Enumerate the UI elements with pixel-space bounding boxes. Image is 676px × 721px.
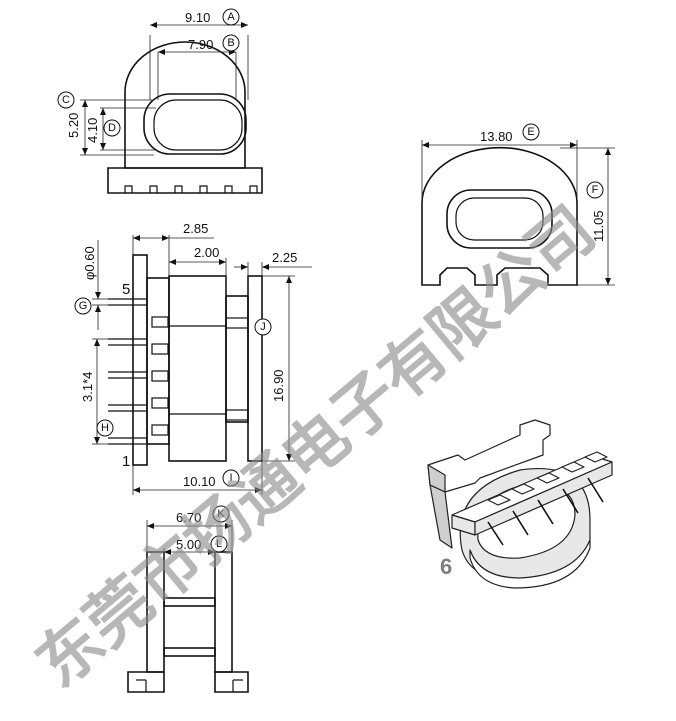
dim-c-label: C bbox=[62, 94, 70, 106]
dim-i-text: 10.10 bbox=[183, 474, 216, 489]
top-view: 9.10 A 7.90 B 5.20 C 4.10 D bbox=[57, 8, 263, 194]
dim-h-text: 3.1*4 bbox=[80, 372, 95, 402]
front-view: 5 1 2.85 2.00 2.25 16.90 J bbox=[74, 221, 312, 495]
dim-k-label: K bbox=[217, 508, 225, 520]
dim-f-text: 11.05 bbox=[591, 210, 606, 242]
dim-j-text: 16.90 bbox=[271, 369, 286, 402]
dim-a-label: A bbox=[227, 11, 235, 23]
pin-label-1: 1 bbox=[122, 453, 130, 470]
dim-l-text: 5.00 bbox=[176, 537, 201, 552]
dim-e-text: 13.80 bbox=[480, 129, 513, 144]
dim-f-label: F bbox=[592, 184, 599, 196]
dim-k-text: 6.70 bbox=[176, 510, 201, 525]
figure-number: 6 bbox=[440, 554, 452, 579]
dim-b-label: B bbox=[227, 37, 234, 49]
side-view: 13.80 E 11.05 F bbox=[421, 123, 615, 286]
isometric-view: 6 bbox=[427, 419, 613, 589]
dim-d-label: D bbox=[108, 122, 116, 134]
dim-d-text: 4.10 bbox=[85, 118, 100, 143]
dim-2-25-text: 2.25 bbox=[272, 250, 297, 265]
dim-g-label: G bbox=[79, 300, 88, 312]
dim-e-label: E bbox=[527, 126, 534, 138]
dim-j-label: J bbox=[260, 321, 266, 333]
dim-h-label: H bbox=[101, 422, 109, 434]
dim-i-label: I bbox=[229, 472, 232, 484]
dim-2-85-text: 2.85 bbox=[183, 221, 208, 236]
pin-label-5: 5 bbox=[122, 281, 130, 298]
dim-l-label: L bbox=[216, 538, 222, 550]
dim-b-text: 7.90 bbox=[188, 37, 213, 52]
dim-2-00-text: 2.00 bbox=[194, 245, 219, 260]
bottom-view: 6.70 K 5.00 L bbox=[127, 505, 249, 693]
dim-g-text: φ0.60 bbox=[82, 246, 97, 280]
dim-c-text: 5.20 bbox=[66, 113, 81, 138]
dim-a-text: 9.10 bbox=[185, 10, 210, 25]
